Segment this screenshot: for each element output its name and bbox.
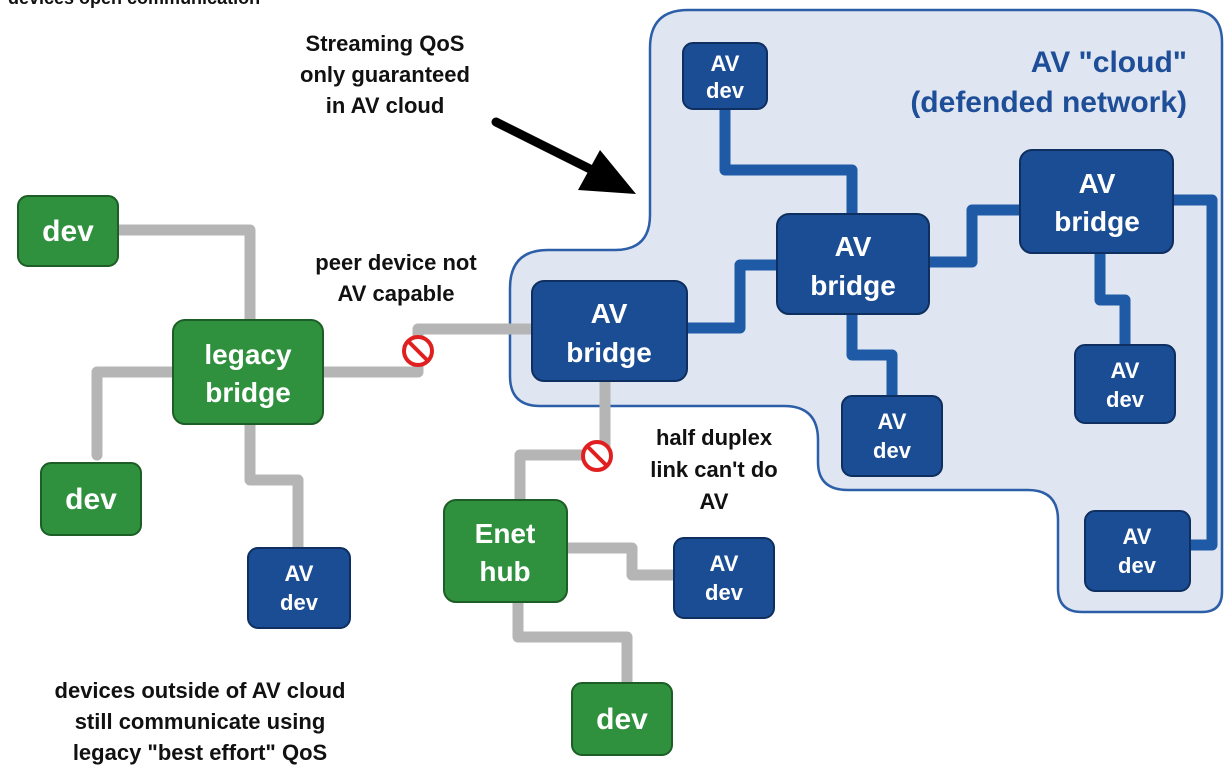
qos-note-line3: in AV cloud [326,93,445,118]
link-center-bridge-to-av-dev-mid [846,294,898,421]
av-dev-node-far-right: AV dev [1084,510,1191,592]
link-dev-top-left-to-legacy-bridge [104,224,256,336]
header-cutoff-text: devices open communication [8,0,260,8]
svg-text:AV: AV [1111,358,1140,383]
svg-text:dev: dev [42,215,94,248]
svg-text:dev: dev [1118,553,1157,578]
bottom-note-line3: legacy "best effort" QoS [73,740,327,765]
peer-note-line2: AV capable [338,281,455,306]
av-bridge-node-left: AV bridge [531,280,688,382]
link-right-bridge-to-av-dev-right [1094,239,1131,361]
blocked-icon [581,440,613,472]
svg-text:AV: AV [711,51,740,76]
av-dev-node-legacy: AV dev [247,547,351,629]
link-right-bridge-to-av-dev-far-right [1159,194,1218,551]
legacy-bridge-node: legacy bridge [172,319,324,425]
svg-text:bridge: bridge [205,377,291,408]
svg-text:hub: hub [479,556,530,587]
svg-text:bridge: bridge [566,337,652,368]
bottom-note-line1: devices outside of AV cloud [55,678,346,703]
svg-text:dev: dev [705,580,744,605]
link-center-bridge-to-right-bridge [904,204,1046,268]
svg-text:AV: AV [878,409,907,434]
link-left-bridge-to-center-bridge [664,259,796,334]
svg-text:dev: dev [280,590,319,615]
svg-text:bridge: bridge [810,270,896,301]
dev-node-top-left: dev [17,195,119,267]
av-bridge-node-center: AV bridge [776,213,930,315]
qos-note-line1: Streaming QoS [306,31,465,56]
svg-text:bridge: bridge [1054,206,1140,237]
svg-text:dev: dev [65,483,117,516]
half-duplex-note-line3: AV [700,489,729,514]
svg-text:Enet: Enet [475,518,536,549]
half-duplex-note-line1: half duplex [656,425,773,450]
link-enet-hub-to-dev-bottom [512,594,633,691]
link-enet-hub-to-av-dev-hub [534,542,696,581]
link-legacy-bridge-to-av-dev-legacy [244,394,304,556]
svg-text:AV: AV [1079,168,1116,199]
svg-text:AV: AV [710,551,739,576]
svg-text:AV: AV [835,231,872,262]
bottom-note-line2: still communicate using [75,709,326,734]
enet-hub-node: Enet hub [443,499,568,603]
av-dev-node-hub: AV dev [673,537,775,619]
svg-text:AV: AV [591,298,628,329]
av-dev-node-mid: AV dev [841,395,943,477]
av-dev-node-top: AV dev [682,42,768,110]
svg-text:AV: AV [1123,524,1152,549]
peer-note-line1: peer device not [315,250,477,275]
dev-node-bottom: dev [571,682,673,756]
av-bridge-node-right: AV bridge [1019,149,1174,254]
cloud-title-line2: (defended network) [910,86,1187,119]
svg-text:legacy: legacy [204,339,292,370]
svg-text:dev: dev [596,703,648,736]
link-left-bridge-to-enet-hub-blocked [514,372,611,511]
link-av-dev-top-to-center-bridge [719,94,858,236]
svg-text:dev: dev [1106,387,1145,412]
qos-note-line2: only guaranteed [300,62,470,87]
dev-node-bottom-left: dev [40,462,142,536]
av-dev-node-right: AV dev [1074,344,1176,424]
blocked-icon [402,335,434,367]
link-legacy-bridge-to-dev-bottom-left [91,366,196,461]
svg-text:dev: dev [706,78,745,103]
cloud-title-line1: AV "cloud" [1031,46,1187,79]
svg-text:dev: dev [873,438,912,463]
arrow-to-cloud-icon [491,117,636,194]
half-duplex-note-line2: link can't do [650,457,777,482]
svg-text:AV: AV [285,561,314,586]
